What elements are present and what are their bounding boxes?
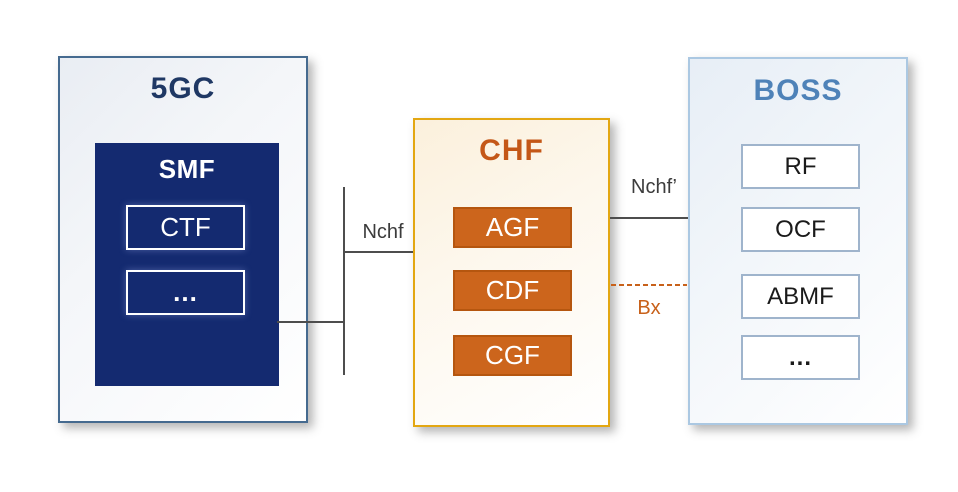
- group-chf-title: CHF: [479, 134, 544, 167]
- connector-nchf-label: Nchf: [362, 221, 404, 243]
- group-boss-title: BOSS: [753, 74, 843, 107]
- node-boss-ellipsis-label: ...: [788, 343, 812, 371]
- node-rf-label: RF: [784, 152, 817, 180]
- node-smf-ellipsis: ...: [126, 270, 245, 315]
- node-smf: SMF CTF ...: [95, 143, 279, 386]
- node-cgf-label: CGF: [485, 340, 540, 370]
- node-boss-ellipsis: ...: [741, 335, 860, 380]
- node-agf-label: AGF: [485, 212, 540, 242]
- connector-nchf-prime-label: Nchf’: [631, 176, 677, 198]
- connector-bx-label: Bx: [637, 297, 661, 319]
- connector-bx-dashed-line: [611, 284, 687, 286]
- node-smf-ellipsis-label: ...: [173, 277, 198, 307]
- node-ocf-label: OCF: [775, 215, 826, 243]
- group-chf: CHF AGF CDF CGF: [413, 118, 610, 427]
- node-ocf: OCF: [741, 207, 860, 252]
- connector-nchf-prime-line: [610, 217, 688, 219]
- connector-bus-vertical-line: [343, 187, 345, 375]
- node-agf: AGF: [453, 207, 572, 248]
- node-cgf: CGF: [453, 335, 572, 376]
- node-rf: RF: [741, 144, 860, 189]
- node-cdf: CDF: [453, 270, 572, 311]
- node-ctf: CTF: [126, 205, 245, 250]
- node-smf-title: SMF: [158, 154, 216, 184]
- node-abmf-label: ABMF: [767, 282, 834, 310]
- connector-nchf-line: [344, 251, 413, 253]
- node-cdf-label: CDF: [485, 275, 540, 305]
- group-5gc: 5GC SMF CTF ...: [58, 56, 308, 423]
- group-5gc-title: 5GC: [150, 72, 216, 105]
- connector-smf-line: [277, 321, 344, 323]
- group-boss: BOSS RF OCF ABMF ...: [688, 57, 908, 425]
- node-ctf-label: CTF: [160, 212, 211, 242]
- node-abmf: ABMF: [741, 274, 860, 319]
